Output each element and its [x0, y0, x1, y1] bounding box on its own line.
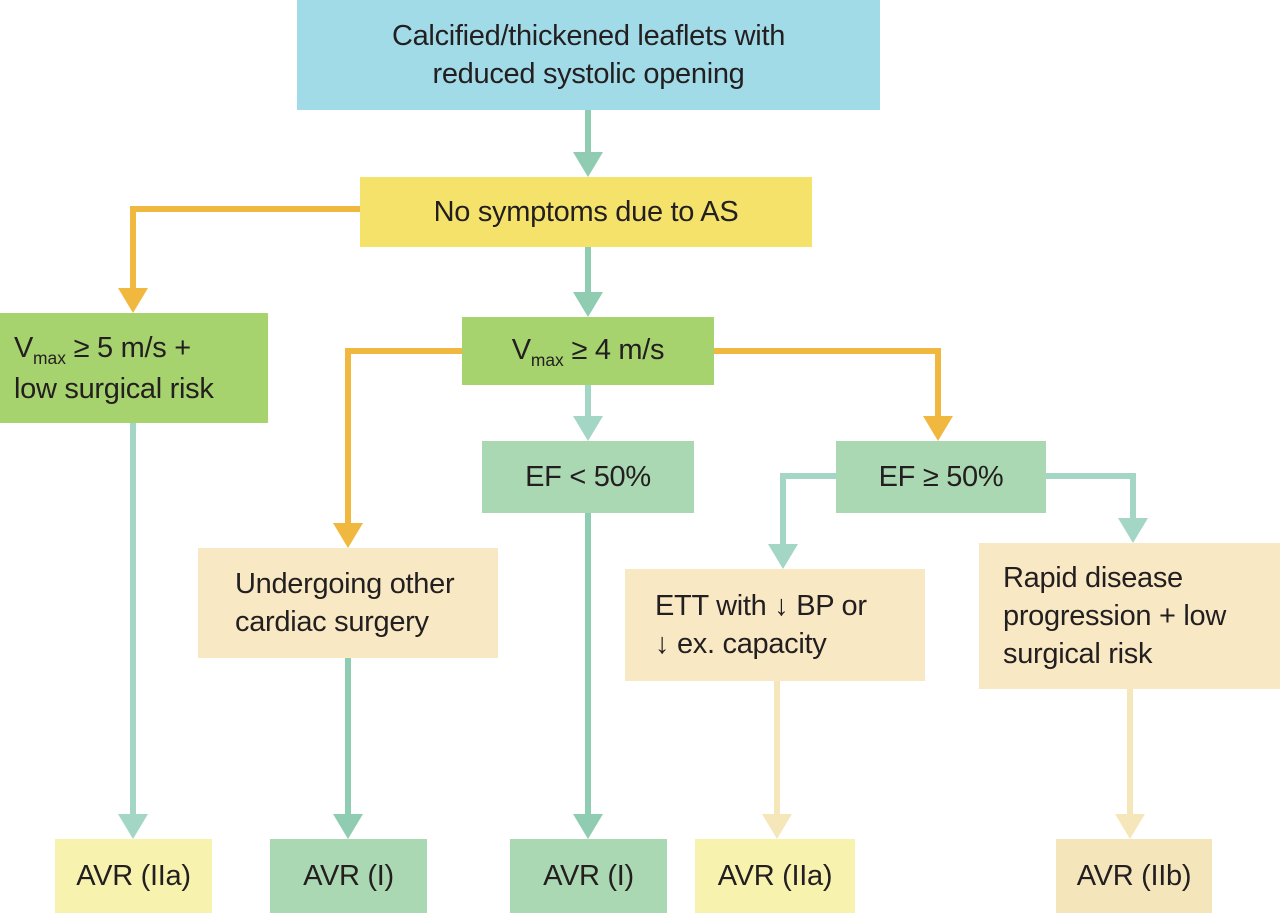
edge-ef-ge-50-to-ett-arrowhead — [768, 544, 798, 569]
node-rapid-progression-label-line: progression + low — [1003, 600, 1226, 632]
edge-rapid-to-avr-iib-arrowhead — [1115, 814, 1145, 839]
node-other-cardiac-surgery-label-line: Undergoing other — [235, 568, 455, 600]
edge-vmax4-to-other-surgery-arrowhead — [333, 523, 363, 548]
node-vmax-ge-5-label-line: Vmax ≥ 5 m/s + — [14, 331, 191, 368]
node-avr-iib: AVR (IIb) — [1056, 839, 1212, 913]
node-avr-iia-left-label-line: AVR (IIa) — [76, 860, 191, 892]
node-rapid-progression-label-line: surgical risk — [1003, 638, 1153, 670]
node-rapid-progression: Rapid disease progression + low surgical r… — [979, 543, 1280, 689]
node-no-symptoms-label-line: No symptoms due to AS — [433, 196, 739, 228]
node-avr-i-ef-label-line: AVR (I) — [543, 860, 634, 892]
edge-ef-lt-50-to-avr-i-arrowhead — [573, 814, 603, 839]
node-vmax-ge-4-label-line: Vmax ≥ 4 m/s — [511, 333, 665, 370]
node-ef-lt-50: EF < 50% — [482, 441, 694, 513]
edge-ef-ge-50-to-ett — [780, 473, 836, 546]
edge-vmax5-to-avr-iia-left-arrowhead — [118, 814, 148, 839]
node-avr-i-surgery-label-line: AVR (I) — [303, 860, 394, 892]
node-vmax-ge-5-label-line: low surgical risk — [14, 372, 214, 405]
node-avr-i-surgery: AVR (I) — [270, 839, 427, 913]
node-ef-ge-50-label-line: EF ≥ 50% — [878, 461, 1004, 493]
edge-ef-ge-50-to-rapid-arrowhead — [1118, 518, 1148, 543]
edge-ef-ge-50-to-rapid — [1046, 473, 1136, 520]
node-rapid-progression-label-line: Rapid disease — [1003, 562, 1183, 594]
node-ef-ge-50: EF ≥ 50% — [836, 441, 1046, 513]
node-ef-lt-50-label-line: EF < 50% — [525, 461, 651, 493]
node-calcified-leaflets-label-line: Calcified/thickened leaflets with — [391, 20, 786, 52]
node-avr-iia-ett: AVR (IIa) — [695, 839, 855, 913]
edge-vmax4-to-ef-ge-50-arrowhead — [923, 416, 953, 441]
node-no-symptoms: No symptoms due to AS — [360, 177, 812, 247]
node-ett-label-line: ↓ ex. capacity — [655, 628, 827, 660]
edge-no-symptoms-to-vmax4-arrowhead — [573, 292, 603, 317]
node-avr-iia-left: AVR (IIa) — [55, 839, 212, 913]
node-other-cardiac-surgery: Undergoing other cardiac surgery — [198, 548, 498, 658]
edge-ett-to-avr-iia-arrowhead — [762, 814, 792, 839]
node-ett: ETT with ↓ BP or ↓ ex. capacity — [625, 569, 925, 681]
edge-no-symptoms-to-vmax5-arrowhead — [118, 288, 148, 313]
edge-vmax4-to-ef-ge-50 — [714, 348, 941, 418]
node-vmax-ge-5: Vmax ≥ 5 m/s + low surgical risk — [0, 313, 268, 423]
node-avr-iia-ett-label-line: AVR (IIa) — [717, 860, 833, 892]
node-ett-label-line: ETT with ↓ BP or — [655, 590, 867, 622]
node-calcified-leaflets-label-line: reduced systolic opening — [432, 58, 745, 90]
node-vmax-ge-4: Vmax ≥ 4 m/s — [462, 317, 714, 385]
node-avr-i-ef: AVR (I) — [510, 839, 667, 913]
edge-vmax4-to-ef-lt-50-arrowhead — [573, 416, 603, 441]
node-other-cardiac-surgery-label-line: cardiac surgery — [235, 606, 429, 638]
node-calcified-leaflets: Calcified/thickened leaflets with reduced… — [297, 0, 880, 110]
node-avr-iib-label-line: AVR (IIb) — [1076, 860, 1192, 892]
edge-vmax4-to-other-surgery — [345, 348, 462, 525]
edge-calcified-to-no-symptoms-arrowhead — [573, 152, 603, 177]
edge-surgery-to-avr-i-arrowhead — [333, 814, 363, 839]
edge-no-symptoms-to-vmax5 — [130, 206, 360, 290]
